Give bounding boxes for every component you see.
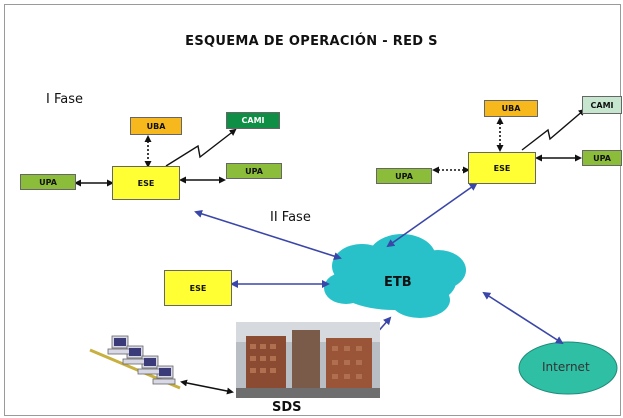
connector-ese-right-etb xyxy=(386,182,478,248)
cami-node-left: CAMI xyxy=(226,112,280,129)
connector-etb-internet xyxy=(482,291,564,345)
internet-label: Internet xyxy=(542,360,590,374)
cami-node-right: CAMI xyxy=(582,96,622,114)
upa-node-right-far: UPA xyxy=(582,150,622,166)
connector-computers-sds xyxy=(180,379,234,395)
connector-ese-cami-left xyxy=(165,128,237,167)
upa-node-mid: UPA xyxy=(226,163,282,179)
diagram-title: ESQUEMA DE OPERACIÓN - RED S xyxy=(185,34,438,49)
sds-label: SDS xyxy=(272,400,302,415)
uba-node-right: UBA xyxy=(484,100,538,117)
ese-node-right: ESE xyxy=(468,152,536,184)
connector-ese-cami-right xyxy=(521,108,586,151)
phase-2-label: II Fase xyxy=(270,210,311,225)
phase-1-label: I Fase xyxy=(46,92,83,107)
sds-building-image xyxy=(236,322,380,398)
computers-illustration xyxy=(89,335,181,390)
uba-node-left: UBA xyxy=(130,117,182,135)
ese-node-left: ESE xyxy=(112,166,180,200)
internet-ellipse xyxy=(518,341,618,395)
ese-node-center: ESE xyxy=(164,270,232,306)
connector-ese-left-etb xyxy=(194,210,342,260)
diagram-frame xyxy=(4,4,621,416)
upa-node-right-near: UPA xyxy=(376,168,432,184)
etb-label: ETB xyxy=(384,275,412,290)
upa-node-left: UPA xyxy=(20,174,76,190)
